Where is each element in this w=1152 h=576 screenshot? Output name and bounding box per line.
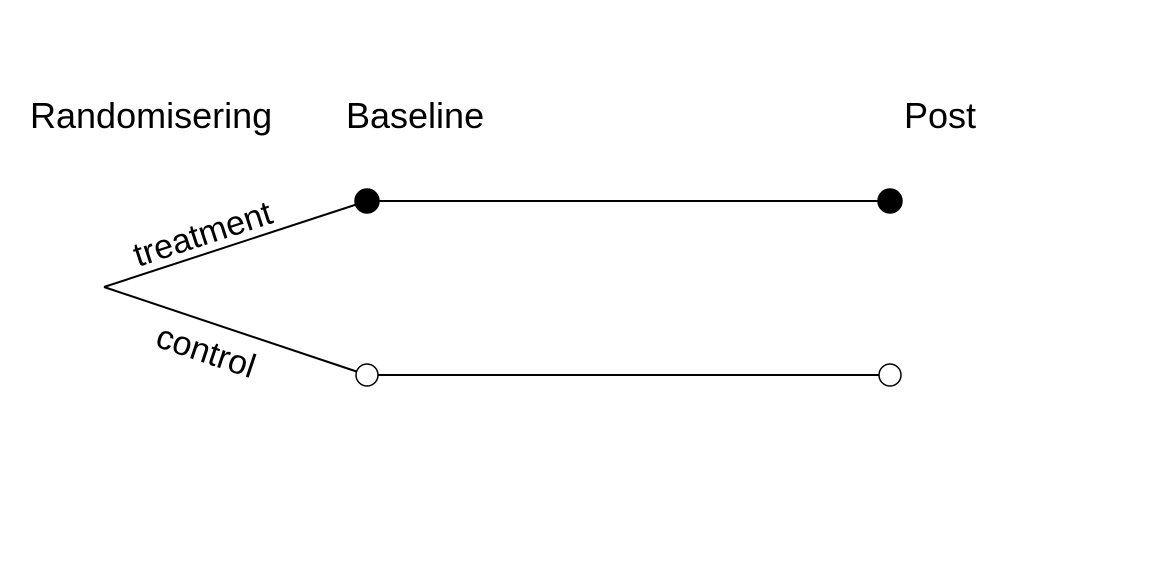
baseline-header: Baseline [346, 95, 484, 136]
treatment-baseline-marker [354, 188, 380, 214]
control-baseline-marker [355, 363, 379, 387]
control-branch-line [103, 286, 368, 376]
control-label: control [151, 318, 260, 386]
control-post-marker [878, 363, 902, 387]
treatment-branch-line [103, 200, 368, 288]
randomisation-header: Randomisering [30, 95, 272, 136]
post-header: Post [904, 95, 976, 136]
treatment-label: treatment [129, 194, 278, 275]
treatment-post-marker [877, 188, 903, 214]
